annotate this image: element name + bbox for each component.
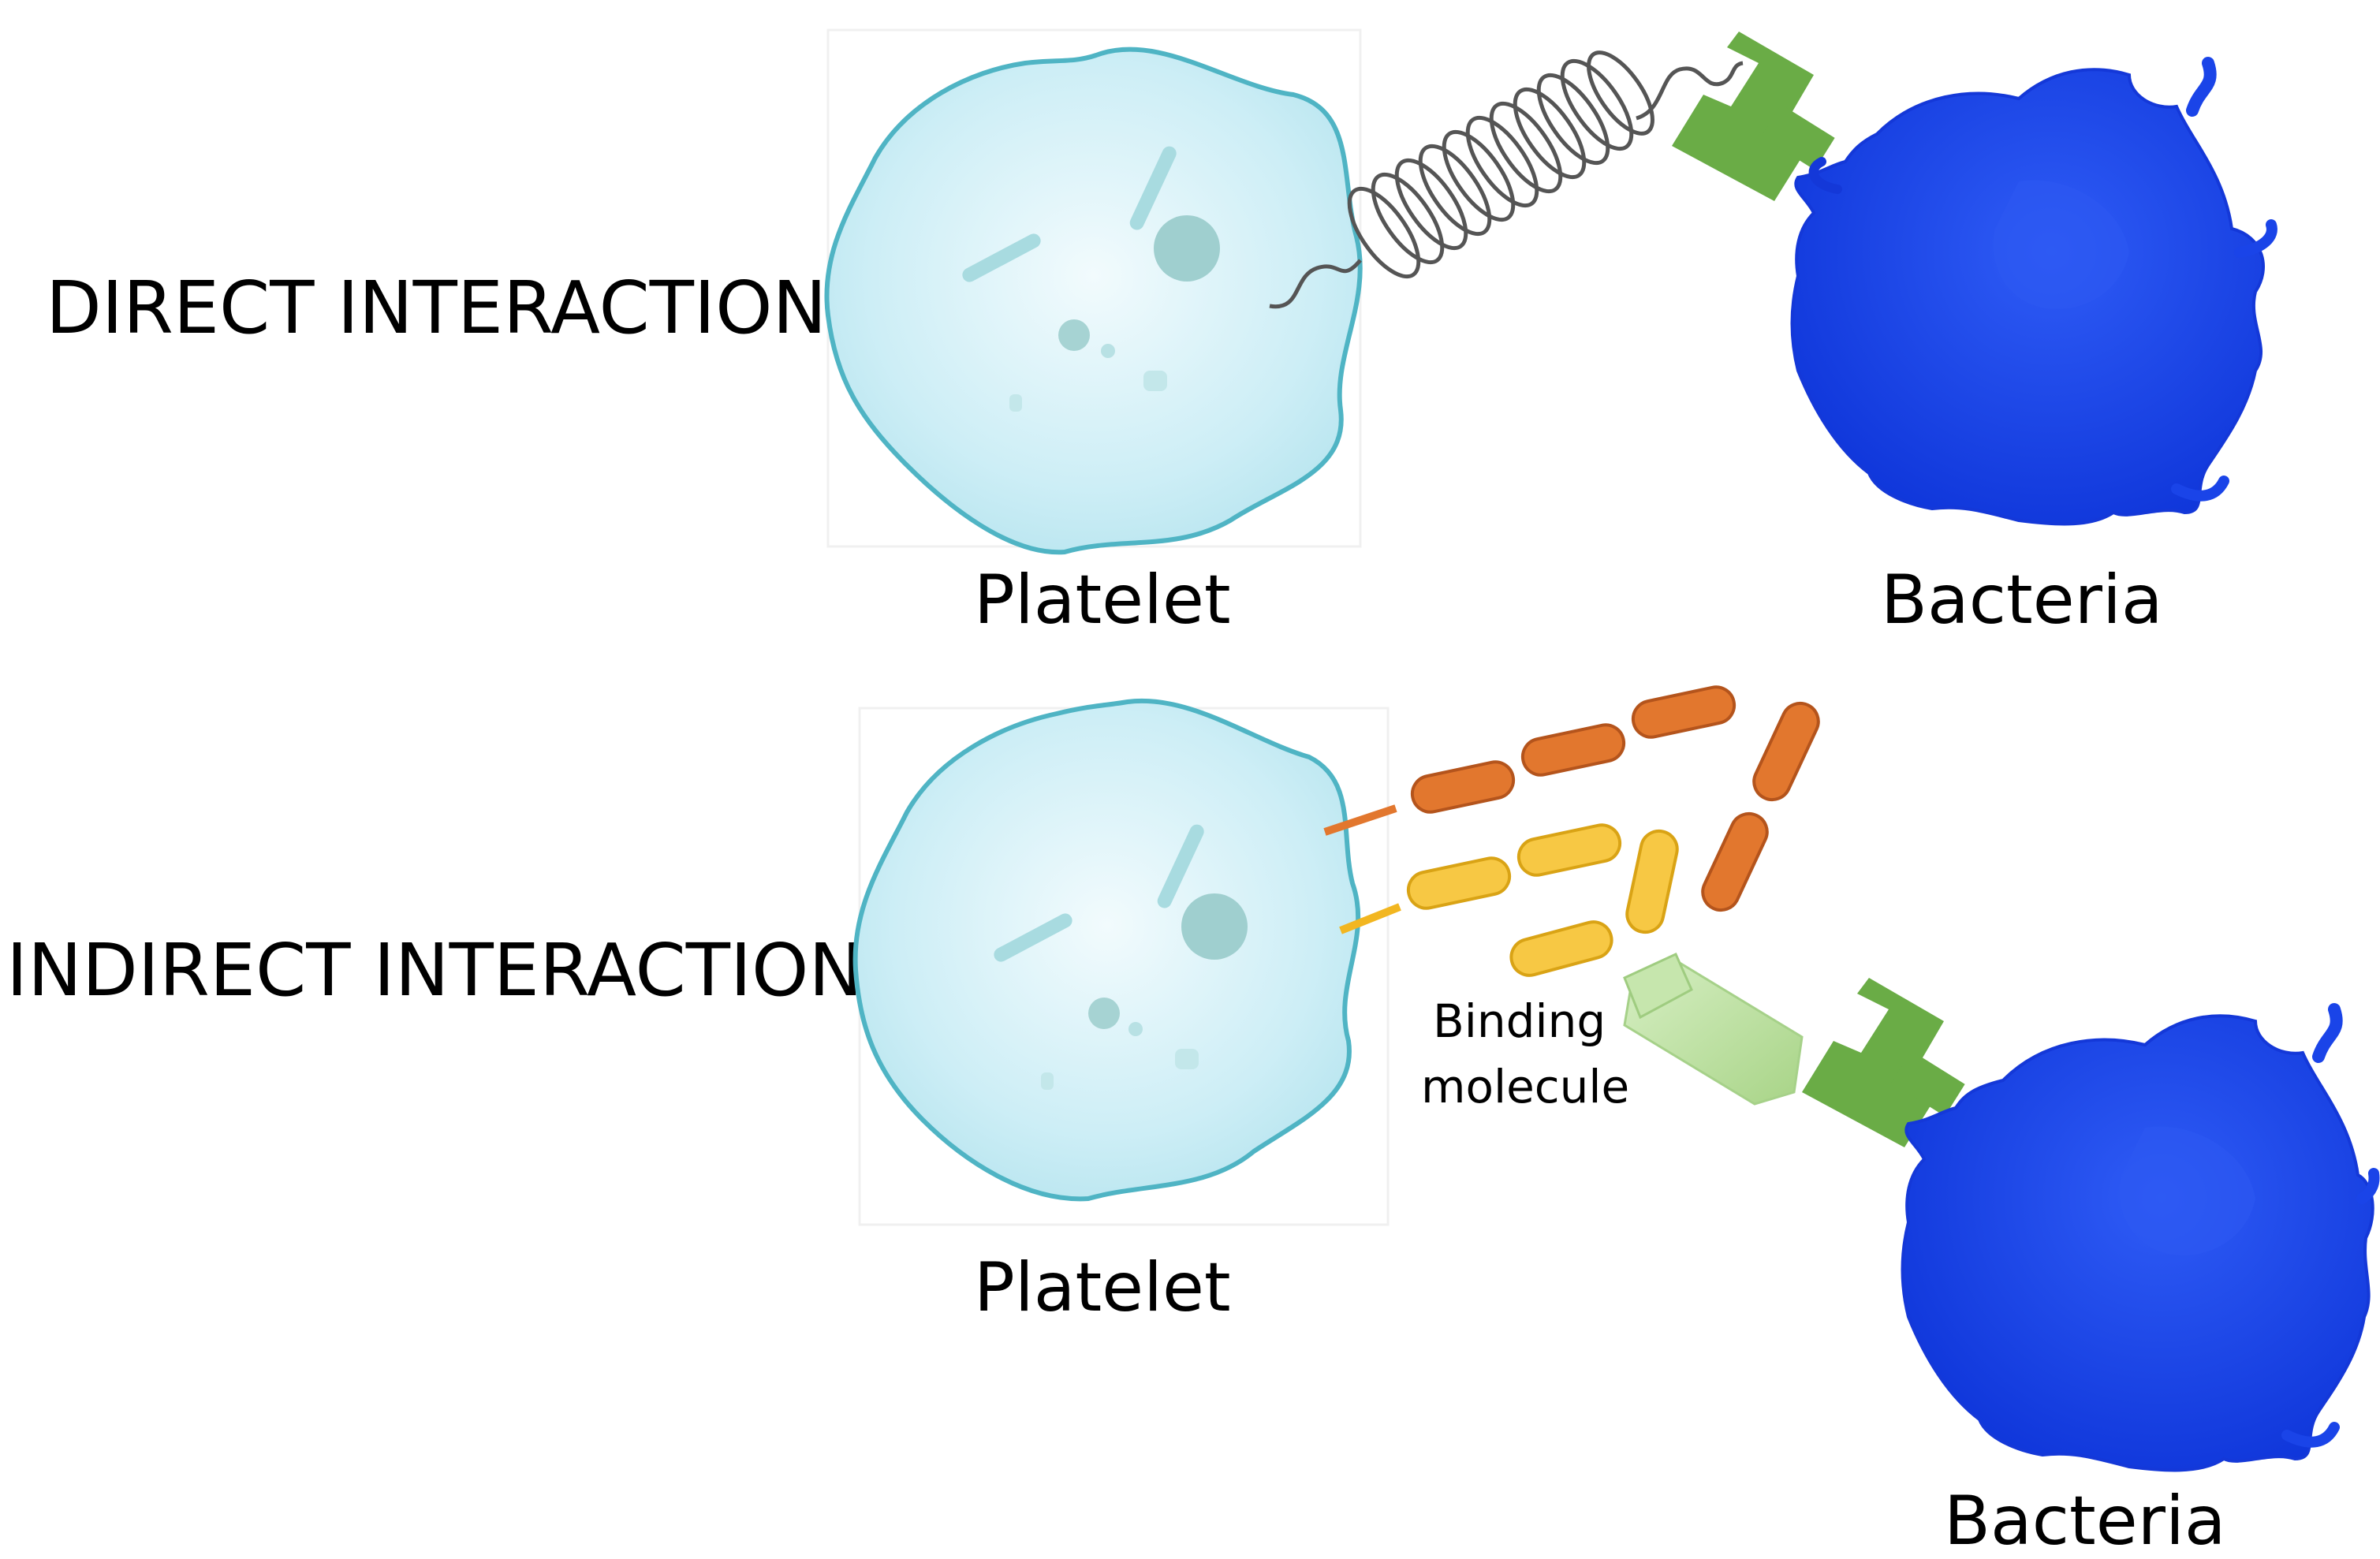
orange-linker-stub xyxy=(1323,804,1397,836)
platelet-label-direct: Platelet xyxy=(974,561,1231,640)
bacteria-label-indirect: Bacteria xyxy=(1944,1482,2226,1559)
orange-protein-chain xyxy=(1410,685,1820,912)
yellow-linker-stub xyxy=(1339,903,1401,934)
receptor-indirect xyxy=(1802,978,1965,1147)
bacteria-direct xyxy=(1790,57,2277,526)
binding-molecule-label-line1: Binding xyxy=(1433,994,1606,1048)
binding-molecule-label-line2: molecule xyxy=(1421,1060,1629,1113)
platelet-label-indirect: Platelet xyxy=(974,1248,1231,1327)
platelet-direct xyxy=(824,28,1363,555)
platelet-indirect xyxy=(852,698,1390,1226)
platelet-indirect-granule-large xyxy=(1181,893,1248,960)
yellow-protein-chain xyxy=(1406,823,1679,977)
direct-interaction-label: DIRECT INTERACTION xyxy=(46,266,826,350)
bacteria-indirect xyxy=(1901,1003,2380,1472)
platelet-indirect-granule-small xyxy=(1088,998,1120,1029)
bacteria-label-direct: Bacteria xyxy=(1881,561,2163,640)
indirect-interaction-label: INDIRECT INTERACTION xyxy=(6,928,863,1013)
platelet-direct-granule-large xyxy=(1154,215,1220,282)
binding-molecule xyxy=(1623,953,1804,1106)
platelet-direct-membrane xyxy=(824,47,1363,555)
spring-linker xyxy=(1269,50,1744,309)
bacteria-indirect-body xyxy=(1901,1014,2374,1472)
platelet-indirect-membrane xyxy=(852,698,1361,1202)
receptor-direct xyxy=(1672,32,1835,201)
platelet-direct-granule-small xyxy=(1058,319,1090,351)
